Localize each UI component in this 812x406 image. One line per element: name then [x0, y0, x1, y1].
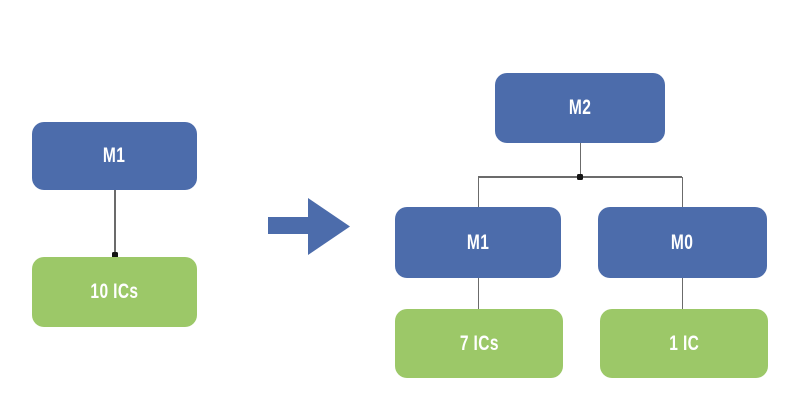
branch-drop-line-right — [681, 177, 684, 208]
module-box-m1-after: M1 — [395, 207, 561, 278]
branch-vertical-line-root — [579, 143, 582, 177]
module-label-m1-after: M1 — [466, 230, 490, 254]
module-box-m1-before: M1 — [32, 122, 197, 190]
right-block-arrow-icon — [268, 198, 350, 255]
ic-label-10ics: 10 ICs — [90, 280, 139, 303]
branch-drop-line-left — [477, 177, 480, 208]
connector-line-right-leaf — [681, 278, 684, 309]
branch-junction-dot — [577, 174, 583, 180]
module-label-m0: M0 — [671, 230, 694, 254]
connector-line-left-leaf — [477, 278, 480, 309]
ic-box-10ics: 10 ICs — [32, 257, 197, 327]
ic-box-1ic: 1 IC — [600, 309, 768, 378]
ic-label-7ics: 7 ICs — [459, 331, 499, 355]
connector-dot-before — [112, 252, 118, 258]
module-box-m0: M0 — [598, 207, 767, 278]
module-box-m2: M2 — [495, 73, 665, 143]
module-label-m2: M2 — [568, 96, 592, 119]
connector-line-before — [114, 190, 116, 257]
module-label-m1-before: M1 — [103, 144, 126, 167]
ic-box-7ics: 7 ICs — [395, 309, 563, 378]
ic-label-1ic: 1 IC — [669, 331, 699, 355]
